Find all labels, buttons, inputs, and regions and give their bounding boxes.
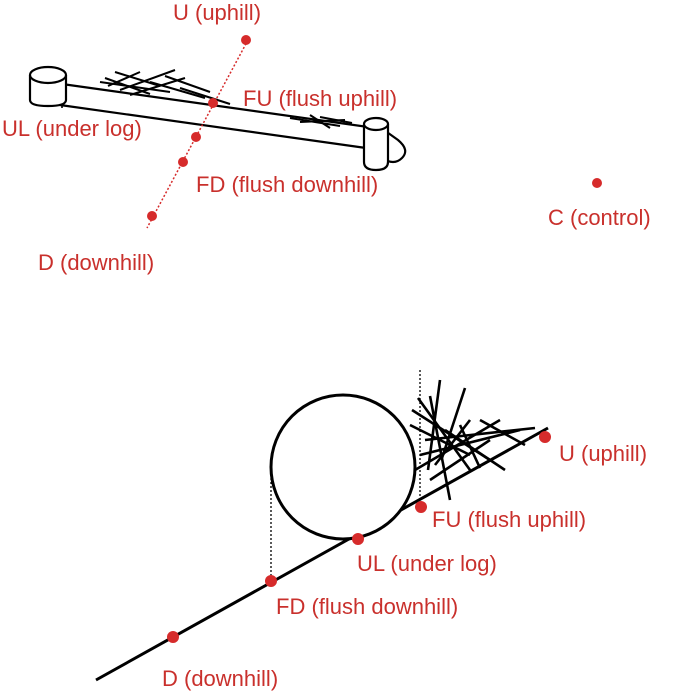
label-uphill-side: U (uphill) <box>559 441 647 466</box>
debris-top-view <box>99 69 353 129</box>
label-flush-downhill-top: FD (flush downhill) <box>196 172 378 197</box>
point-flush-downhill-top <box>178 157 188 167</box>
point-under-log-top <box>191 132 201 142</box>
transect-line-top-view <box>146 39 249 229</box>
label-downhill-top: D (downhill) <box>38 250 154 275</box>
label-flush-uphill-top: FU (flush uphill) <box>243 86 397 111</box>
side-view: U (uphill) FU (flush uphill) UL (under l… <box>95 370 647 691</box>
log-top-view <box>28 65 407 172</box>
point-flush-downhill-side <box>265 575 277 587</box>
point-uphill-side <box>539 431 551 443</box>
label-flush-downhill-side: FD (flush downhill) <box>276 594 458 619</box>
point-uphill-top <box>241 35 251 45</box>
label-downhill-side: D (downhill) <box>162 666 278 691</box>
debris-side-view <box>409 379 536 501</box>
label-flush-uphill-side: FU (flush uphill) <box>432 507 586 532</box>
top-view: U (uphill) FU (flush uphill) UL (under l… <box>2 0 651 275</box>
point-downhill-side <box>167 631 179 643</box>
log-cross-section <box>269 393 417 541</box>
label-control-top: C (control) <box>548 205 651 230</box>
label-under-log-side: UL (under log) <box>357 551 497 576</box>
point-flush-uphill-top <box>208 98 218 108</box>
label-under-log-top: UL (under log) <box>2 116 142 141</box>
label-uphill-top: U (uphill) <box>173 0 261 25</box>
point-control-top <box>592 178 602 188</box>
point-flush-uphill-side <box>415 501 427 513</box>
point-under-log-side <box>352 533 364 545</box>
point-downhill-top <box>147 211 157 221</box>
